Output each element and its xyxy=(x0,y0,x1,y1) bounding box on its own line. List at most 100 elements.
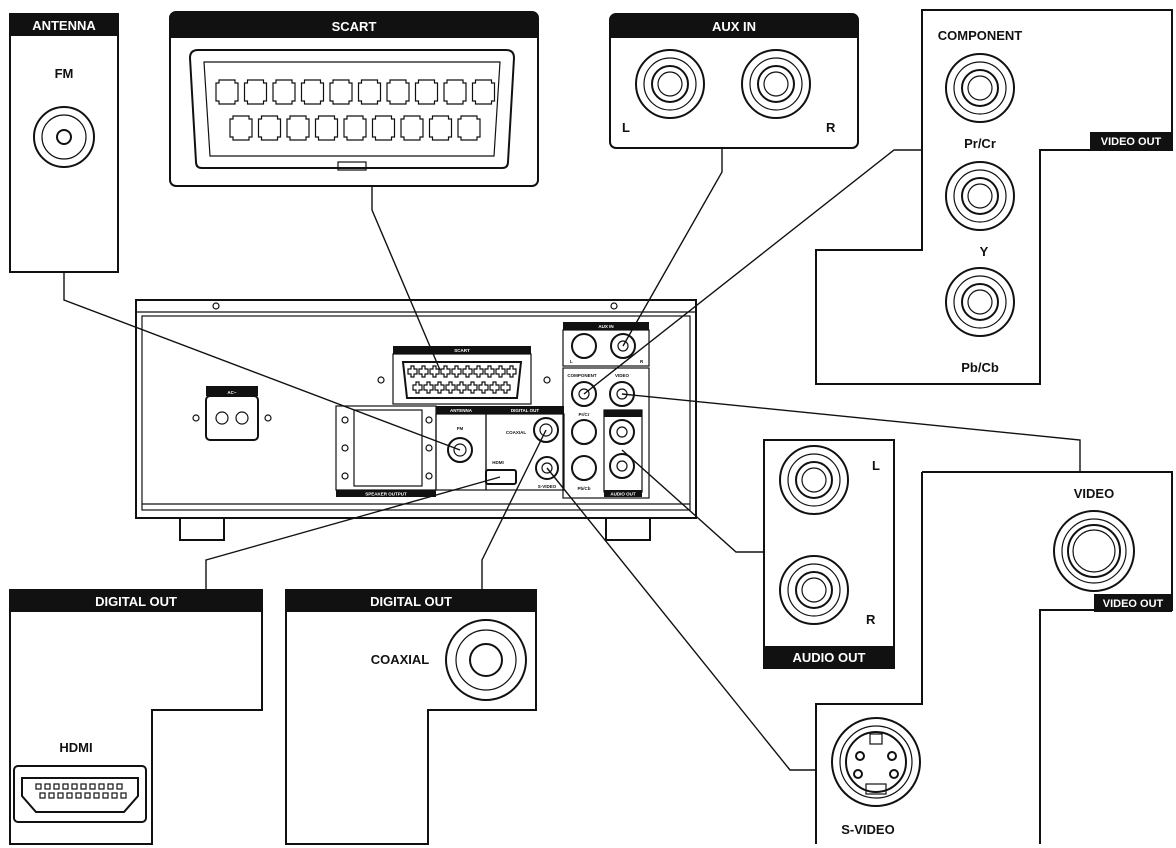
device-coaxial-jack[interactable] xyxy=(533,417,559,443)
svideo-panel-frame xyxy=(815,690,923,844)
audio-out-footer-label: AUDIO OUT xyxy=(793,650,866,665)
leader-coaxial xyxy=(481,429,547,590)
fm-antenna-jack[interactable] xyxy=(33,106,95,168)
scart-pin xyxy=(428,115,453,141)
video-out-badge xyxy=(1094,594,1172,612)
hdmi-port[interactable] xyxy=(21,777,139,813)
device-hdmi-port[interactable] xyxy=(485,469,517,485)
device-scart-port[interactable] xyxy=(401,361,523,399)
device-scart-header xyxy=(393,346,531,354)
hdmi-pin xyxy=(120,792,127,799)
fm-antenna-jack-pin xyxy=(56,129,72,145)
hdmi-port-frame xyxy=(13,765,147,823)
scart-connector[interactable] xyxy=(188,49,516,169)
device-screw xyxy=(192,414,200,422)
device-ac-header xyxy=(206,386,258,396)
device-screw xyxy=(425,472,433,480)
device-screw xyxy=(610,302,618,310)
antenna-fm-label: FM xyxy=(55,66,74,81)
coaxial-jack[interactable] xyxy=(445,619,527,701)
device-fm-label: FM xyxy=(457,426,464,431)
audio-out-panel: L R AUDIO OUT xyxy=(763,439,895,669)
leader-video xyxy=(621,393,1081,472)
aux-in-r-jack[interactable] xyxy=(741,49,811,119)
audio-out-panel-frame xyxy=(763,439,895,669)
hdmi-pin xyxy=(111,792,118,799)
scart-pin xyxy=(300,79,325,105)
hdmi-pin xyxy=(116,783,123,790)
svideo-jack[interactable] xyxy=(831,717,921,807)
device-audio-l-jack[interactable] xyxy=(609,419,635,445)
device-screw xyxy=(425,416,433,424)
hdmi-pin xyxy=(62,783,69,790)
device-screw xyxy=(212,302,220,310)
component-pr-cr-jack[interactable] xyxy=(945,53,1015,123)
video-jack[interactable] xyxy=(1053,510,1135,592)
device-foot xyxy=(605,517,651,541)
hdmi-pin xyxy=(53,783,60,790)
device-scart-frame xyxy=(392,353,532,405)
hdmi-pin xyxy=(107,783,114,790)
device-aux-l-jack[interactable] xyxy=(571,333,597,359)
device-fm-jack[interactable] xyxy=(447,437,473,463)
ac-inlet[interactable] xyxy=(205,395,259,441)
device-screw xyxy=(543,376,551,384)
device-screw xyxy=(377,376,385,384)
video-title: VIDEO xyxy=(1074,486,1114,501)
device-audio-r-jack[interactable] xyxy=(609,453,635,479)
ac-pin xyxy=(215,411,229,425)
device-component-pb-jack[interactable] xyxy=(571,455,597,481)
device-aux-r-jack[interactable] xyxy=(610,333,636,359)
device-audio-out-header-bar xyxy=(604,410,642,417)
hdmi-pin xyxy=(80,783,87,790)
device-component-y-jack[interactable] xyxy=(571,419,597,445)
device-component-pr-jack[interactable] xyxy=(571,381,597,407)
device-body xyxy=(135,299,697,519)
hdmi-panel-frame xyxy=(9,589,263,845)
scart-pin xyxy=(434,381,445,394)
device-screw xyxy=(425,444,433,452)
device-video-jack[interactable] xyxy=(609,381,635,407)
component-y-jack[interactable] xyxy=(945,161,1015,231)
device-foot xyxy=(179,517,225,541)
video-panel: VIDEO VIDEO OUT xyxy=(921,471,1173,700)
scart-panel-title: SCART xyxy=(332,19,377,34)
component-panel: COMPONENT VIDEO OUT Pr/Cr Y Pb/Cb xyxy=(815,9,1173,385)
speaker-terminal[interactable] xyxy=(353,409,423,487)
scart-pin xyxy=(443,79,467,105)
device-screw xyxy=(341,444,349,452)
hdmi-pin xyxy=(98,783,105,790)
device-inner-frame xyxy=(141,315,691,511)
audio-out-r-jack[interactable] xyxy=(779,555,849,625)
scart-pin xyxy=(215,79,239,105)
scart-pin xyxy=(478,381,489,394)
component-panel-frame xyxy=(815,9,1173,385)
device-digital-out-header xyxy=(486,406,564,414)
svideo-panel: S-VIDEO xyxy=(815,680,1041,844)
hdmi-pin xyxy=(57,792,64,799)
leader-antenna xyxy=(63,272,461,451)
device-svideo-label: S-VIDEO xyxy=(538,484,557,489)
scart-pin xyxy=(412,381,423,394)
device-component-label: COMPONENT xyxy=(567,373,597,378)
scart-panel-frame xyxy=(169,11,539,187)
audio-out-l-jack[interactable] xyxy=(779,445,849,515)
device-coaxial-jack-core xyxy=(539,423,553,437)
scart-pin xyxy=(343,115,367,141)
component-title: COMPONENT xyxy=(938,28,1023,43)
scart-pin xyxy=(473,365,484,378)
digital-out-hdmi-panel: DIGITAL OUT HDMI xyxy=(9,589,263,845)
aux-in-panel-title: AUX IN xyxy=(712,19,756,34)
device-svideo-jack[interactable] xyxy=(535,456,559,480)
hdmi-pin xyxy=(48,792,55,799)
scart-pin xyxy=(314,115,339,141)
aux-in-l-jack[interactable] xyxy=(635,49,705,119)
leader-aux-in xyxy=(622,148,723,347)
antenna-panel: ANTENNA FM xyxy=(9,13,119,273)
component-pb-cb-jack[interactable] xyxy=(945,267,1015,337)
scart-pin xyxy=(414,79,439,105)
device-scart-label: SCART xyxy=(454,348,470,353)
device-hdmi-label: HDMI xyxy=(492,460,504,465)
hdmi-pin xyxy=(66,792,73,799)
audio-out-r-label: R xyxy=(866,612,876,627)
